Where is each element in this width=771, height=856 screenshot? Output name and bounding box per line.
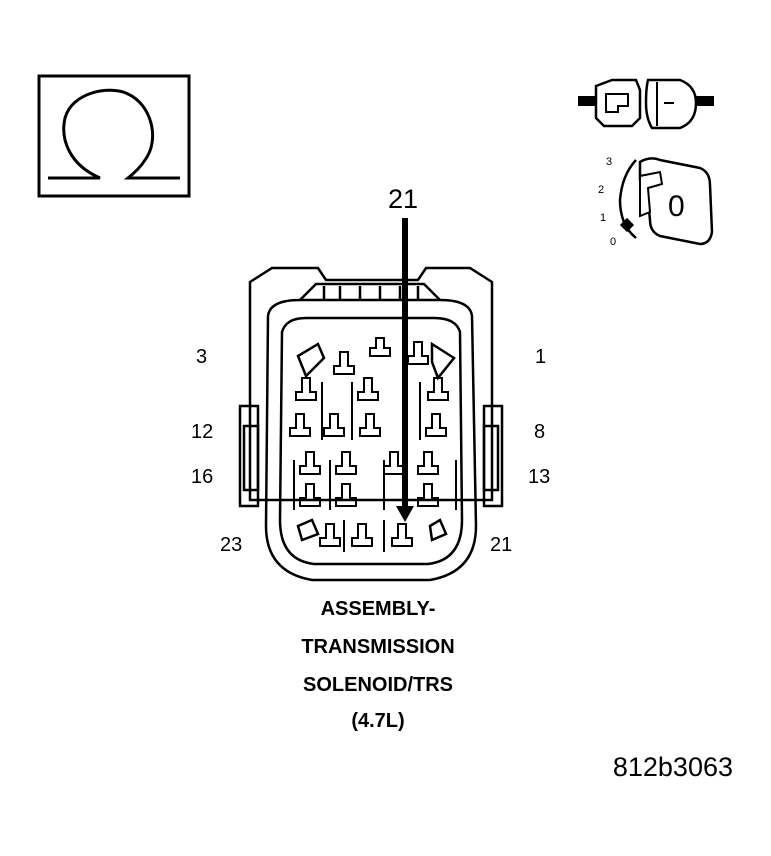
caption-line-3: SOLENOID/TRS (302, 674, 453, 696)
connector-body (238, 266, 504, 582)
pin-label-21: 21 (490, 534, 513, 556)
probe-arrow (396, 218, 414, 522)
figure-id: 812b3063 (612, 752, 733, 782)
pin-label-16: 16 (191, 466, 214, 488)
key-position-0: 0 (610, 236, 617, 248)
ignition-key-icon (618, 157, 714, 246)
disconnected-connector-icon (578, 78, 714, 130)
caption-line-1: ASSEMBLY- (320, 598, 436, 620)
key-position-2: 2 (598, 184, 605, 196)
pin-label-13: 13 (528, 466, 551, 488)
caption-line-2: TRANSMISSION (301, 636, 455, 658)
pin-label-8: 8 (534, 421, 546, 443)
ohm-icon (37, 74, 191, 198)
terminal-cavities (289, 337, 457, 552)
key-position-3: 3 (606, 156, 613, 168)
key-selected-position: 0 (668, 190, 685, 223)
key-position-1: 1 (600, 212, 607, 224)
pin-label-3: 3 (196, 346, 208, 368)
pin-label-23: 23 (220, 534, 243, 556)
pin-label-1: 1 (535, 346, 547, 368)
probe-pin-label: 21 (388, 184, 419, 214)
caption-line-4: (4.7L) (351, 710, 405, 732)
pin-label-12: 12 (191, 421, 214, 443)
